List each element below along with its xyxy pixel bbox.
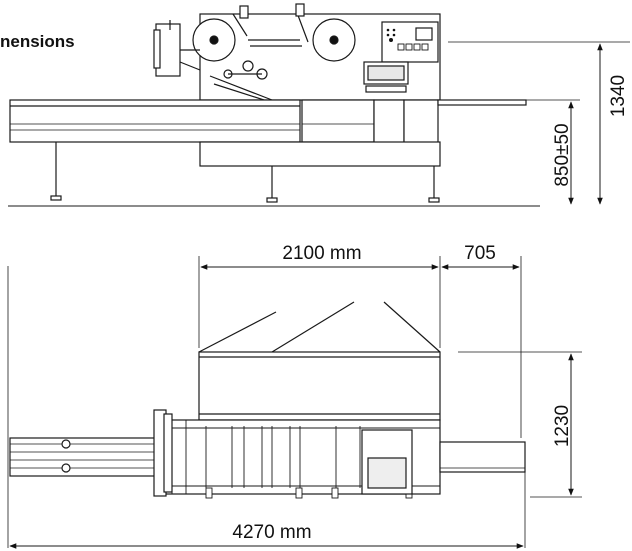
table-height-label: 850±50: [552, 123, 573, 186]
outfeed-length-label: 705: [464, 243, 496, 264]
support-legs: [50, 142, 440, 203]
conveyor-main: [9, 99, 301, 143]
side-view: [8, 3, 630, 207]
total-length-label: 4270 mm: [232, 522, 311, 543]
section-length-label: 2100 mm: [282, 243, 361, 264]
drawing-title: nensions: [0, 32, 75, 51]
top-view: [7, 256, 582, 549]
film-reel-right: [312, 18, 356, 62]
cover-hood: [198, 301, 441, 421]
width-label: 1230: [552, 405, 573, 447]
conveyor-right: [301, 99, 375, 143]
outfeed-conveyor: [437, 99, 527, 106]
total-height-label: 1340: [608, 75, 629, 117]
outfeed-conveyor-top: [439, 441, 526, 473]
infeed-conveyor-top: [9, 437, 161, 477]
machine-base: [199, 141, 441, 167]
film-reel-left: [192, 18, 236, 62]
